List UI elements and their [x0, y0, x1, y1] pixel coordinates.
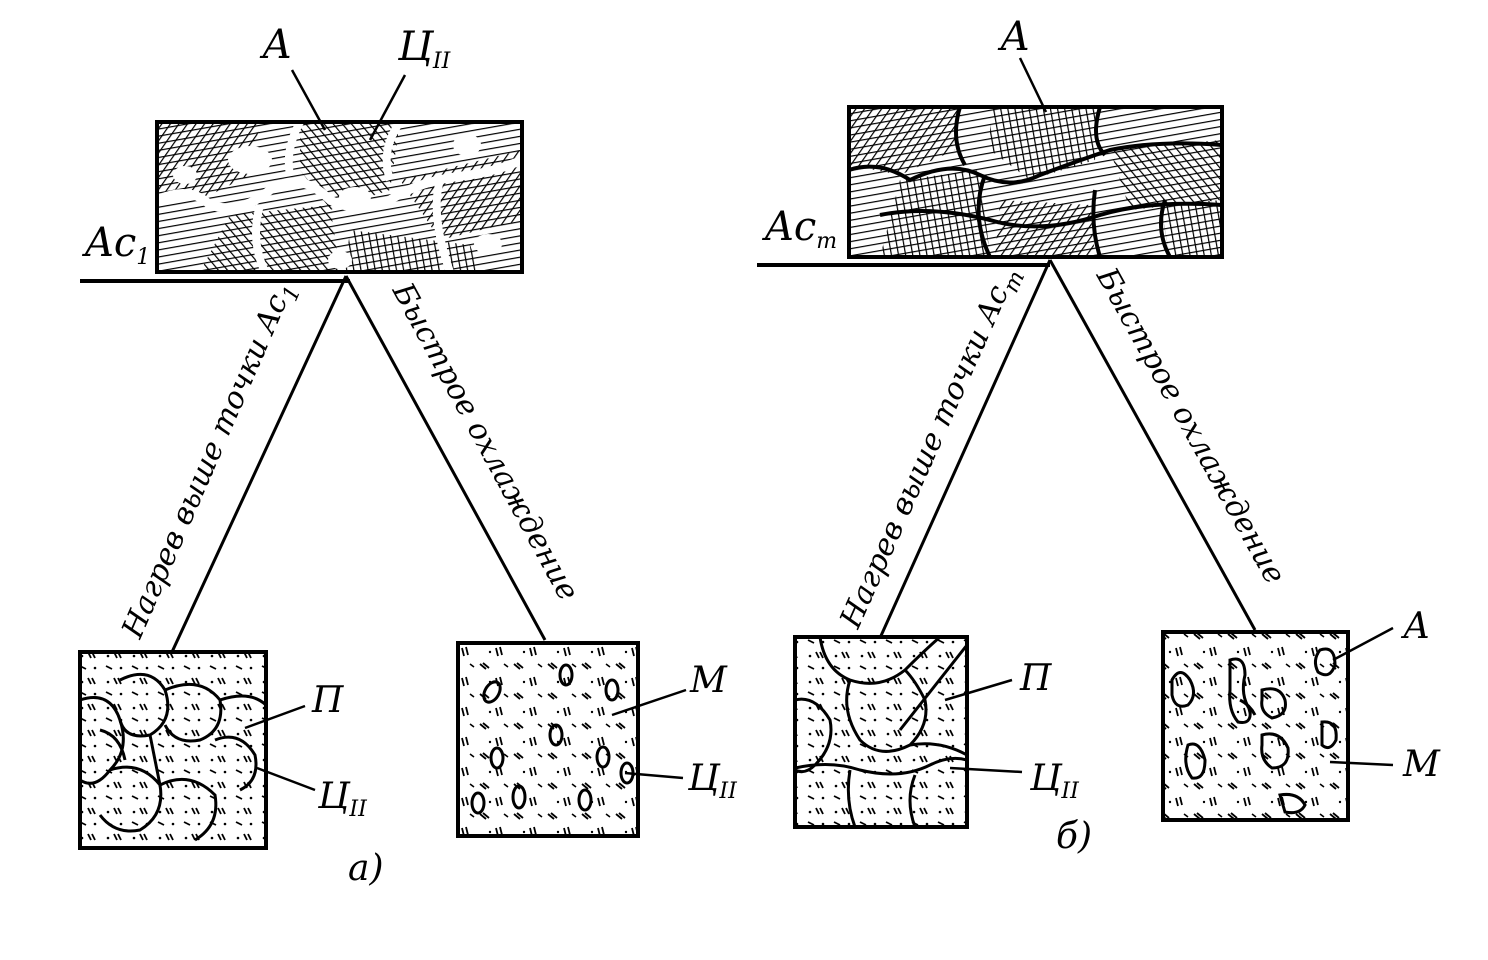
caption-b: б)	[1056, 816, 1092, 857]
path-label-heating-b: Нагрев выше точки Acm	[833, 261, 1030, 637]
leader-line-a-P	[244, 704, 306, 730]
leader-line-a-top-Ts	[368, 74, 407, 141]
label-austenite-top-a: А	[259, 22, 292, 68]
path-line-a-right	[344, 275, 547, 641]
leader-line-b-top-A	[1018, 57, 1048, 113]
label-ac1: Ac1	[81, 220, 150, 270]
leader-line-a-Ts-right	[624, 771, 684, 780]
austenite-structure-box	[847, 105, 1224, 259]
diagram-b: А Acm Нагрев выше точки Acm Быстрое охла…	[757, 14, 1441, 857]
label-martensite-a: М	[689, 660, 728, 701]
label-austenite-top-b: А	[997, 14, 1030, 60]
austenite-cementite-structure-box	[155, 120, 524, 274]
pearlite-cementite-structure-box	[78, 650, 268, 850]
leader-line-b-M	[1329, 760, 1394, 767]
path-line-b-left	[878, 259, 1052, 639]
caption-a: а)	[348, 848, 384, 889]
pearlite-cementite-structure-box-b	[793, 635, 969, 829]
path-label-heating-a: Нагрев выше точки Ac1	[115, 276, 307, 647]
label-cementite-bottom-left-a: ЦII	[317, 776, 368, 822]
leader-line-b-A	[1332, 626, 1394, 662]
label-acm: Acm	[761, 204, 837, 254]
martensite-austenite-structure-box	[1161, 630, 1350, 822]
martensite-cementite-structure-box	[456, 641, 640, 838]
label-cementite-bottom-b: ЦII	[1029, 758, 1080, 804]
label-martensite-b: М	[1402, 744, 1441, 785]
path-label-quench-b: Быстрое охлаждение	[1089, 261, 1293, 590]
label-cementite-top-a: ЦII	[397, 24, 452, 74]
label-pearlite-b: П	[1019, 658, 1052, 699]
diagram-a: А ЦII Ac1 Нагрев выше точки Ac1 Быстрое …	[78, 22, 738, 889]
leader-line-b-P	[944, 678, 1013, 702]
leader-line-a-Ts-left	[256, 766, 316, 792]
leader-line-a-M	[611, 688, 687, 717]
label-cementite-bottom-right-a: ЦII	[687, 758, 738, 804]
label-austenite-bottom-b: А	[1400, 606, 1430, 647]
leader-line-a-top-A	[290, 69, 327, 131]
path-line-a-left	[170, 275, 348, 653]
path-line-b-right	[1048, 259, 1257, 631]
path-label-quench-a: Быстрое охлаждение	[384, 276, 585, 606]
leader-line-b-Ts	[949, 766, 1023, 774]
label-pearlite-a: П	[311, 680, 344, 721]
